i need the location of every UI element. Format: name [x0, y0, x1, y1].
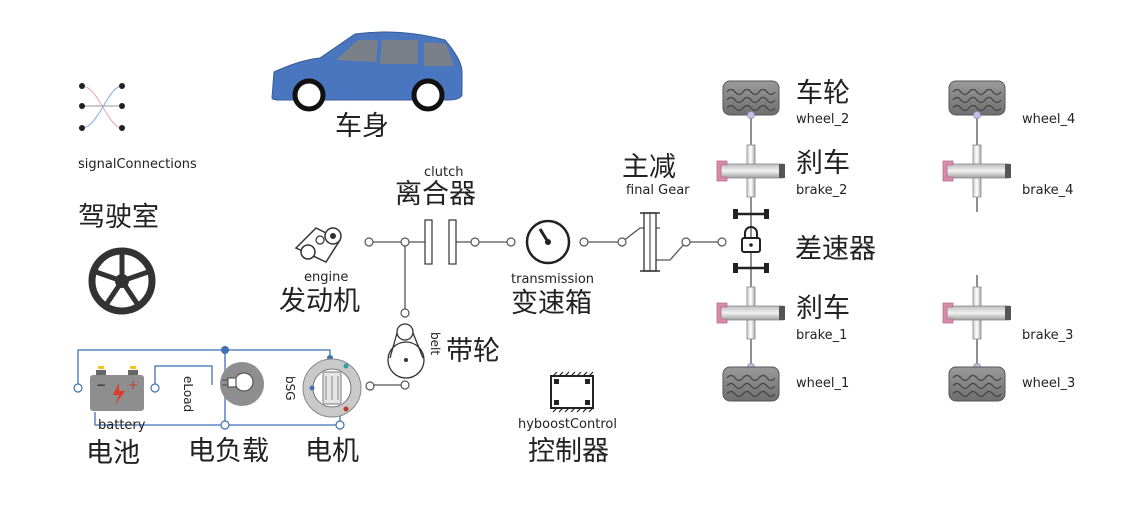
bsg-flange-port[interactable] [365, 381, 375, 391]
brake-2-label: brake_2 [796, 183, 847, 198]
wheel-2-block[interactable]: wheel_2 [722, 80, 849, 127]
svg-text:−: − [96, 378, 106, 392]
wheel-1-block[interactable]: wheel_1 [722, 363, 849, 402]
car-body-label: 车身 [335, 111, 389, 142]
brake-rear-label-cn: 刹车 [796, 293, 850, 324]
brake-icon [942, 144, 1012, 198]
transmission-output-port[interactable] [579, 237, 589, 247]
tire-icon [722, 80, 780, 116]
battery-label-en: battery [98, 418, 146, 433]
controller-block[interactable]: hyboostControl 控制器 [518, 371, 617, 467]
belt-block[interactable]: belt 带轮 [387, 308, 500, 390]
transmission-label-cn: 变速箱 [511, 288, 592, 319]
battery-pin-p[interactable] [150, 383, 160, 393]
clutch-input-port[interactable] [400, 237, 410, 247]
motor-icon [302, 358, 362, 418]
wheel-2-label: wheel_2 [796, 112, 849, 127]
svg-text:+: + [128, 378, 138, 392]
clutch-icon [424, 219, 457, 265]
final-gear-label-cn: 主减 [622, 152, 676, 183]
brake-3-block[interactable]: brake_3 [942, 286, 1073, 343]
wheel-4-label: wheel_4 [1022, 112, 1075, 127]
steering-wheel-icon [88, 247, 156, 315]
car-body-block[interactable]: 车身 [271, 31, 463, 142]
final-gear-input-port[interactable] [617, 237, 627, 247]
signal-connections-block[interactable]: signalConnections [78, 83, 197, 172]
lock-differential-icon [733, 209, 769, 273]
battery-pin-n[interactable] [73, 383, 83, 393]
eload-pin-n[interactable] [220, 420, 230, 430]
belt-label-en: belt [428, 332, 442, 355]
battery-label-cn: 电池 [86, 438, 140, 469]
engine-flange-port[interactable] [364, 237, 374, 247]
differential-input-port[interactable] [717, 237, 727, 247]
brake-icon [942, 286, 1012, 340]
brake-1-label: brake_1 [796, 328, 847, 343]
brake-2-block[interactable]: 刹车 brake_2 [716, 144, 850, 198]
belt-input-port[interactable] [400, 308, 410, 318]
cockpit-label: 驾驶室 [78, 202, 159, 233]
bsg-label-cn: 电机 [305, 436, 359, 467]
cockpit-block[interactable]: 驾驶室 [78, 202, 159, 315]
controller-label-cn: 控制器 [528, 436, 609, 467]
eload-label-cn: 电负载 [188, 436, 269, 467]
differential-block[interactable]: 差速器 [717, 209, 876, 273]
car-icon [271, 31, 463, 112]
belt-pulley-icon [387, 323, 425, 379]
transmission-input-port[interactable] [506, 237, 516, 247]
battery-block[interactable]: − + battery 电池 [73, 366, 160, 469]
tire-icon [722, 366, 780, 402]
controller-label-en: hyboostControl [518, 417, 617, 432]
brake-3-label: brake_3 [1022, 328, 1073, 343]
engine-label-en: engine [304, 270, 348, 285]
differential-label: 差速器 [795, 234, 876, 265]
wheel-label-cn: 车轮 [796, 78, 850, 109]
battery-icon: − + [90, 366, 144, 411]
eload-label-en: eLoad [181, 376, 195, 412]
clutch-block[interactable]: clutch 离合器 [395, 165, 480, 265]
engine-block[interactable]: engine 发动机 [279, 227, 374, 317]
clutch-label-cn: 离合器 [395, 179, 476, 210]
final-gear-block[interactable]: 主减 final Gear [617, 152, 691, 272]
wheel-3-label: wheel_3 [1022, 376, 1075, 391]
eload-block[interactable]: eLoad 电负载 [181, 346, 269, 467]
brake-4-label: brake_4 [1022, 183, 1073, 198]
belt-label-cn: 带轮 [446, 336, 500, 367]
signal-connections-icon [79, 83, 125, 131]
brake-4-block[interactable]: brake_4 [942, 144, 1073, 198]
final-gear-label-en: final Gear [626, 183, 690, 198]
gauge-icon [525, 219, 571, 265]
final-gear-icon [640, 212, 660, 272]
clutch-label-en: clutch [424, 165, 463, 180]
eload-pin-p[interactable] [221, 346, 229, 354]
bsg-pin-n[interactable] [335, 420, 345, 430]
brake-front-label-cn: 刹车 [796, 148, 850, 179]
tire-icon [948, 80, 1006, 116]
belt-output-port[interactable] [400, 380, 410, 390]
clutch-output-port[interactable] [470, 237, 480, 247]
wheel-1-label: wheel_1 [796, 376, 849, 391]
bsg-label-en: bSG [283, 376, 297, 401]
wheel-4-block[interactable]: wheel_4 [948, 80, 1075, 127]
brake-icon [716, 144, 786, 198]
wheel-3-block[interactable]: wheel_3 [948, 363, 1075, 402]
transmission-block[interactable]: transmission 变速箱 [506, 219, 594, 319]
tire-icon [948, 366, 1006, 402]
transmission-label-en: transmission [511, 272, 594, 287]
brake-1-block[interactable]: 刹车 brake_1 [716, 286, 850, 343]
engine-label-cn: 发动机 [279, 286, 360, 317]
brake-icon [716, 286, 786, 340]
signal-connections-label: signalConnections [78, 157, 197, 172]
chip-icon [550, 371, 594, 413]
light-bulb-icon [220, 362, 264, 406]
final-gear-output-port[interactable] [681, 237, 691, 247]
bsg-block[interactable]: bSG 电机 [283, 355, 375, 467]
engine-icon [294, 227, 342, 263]
